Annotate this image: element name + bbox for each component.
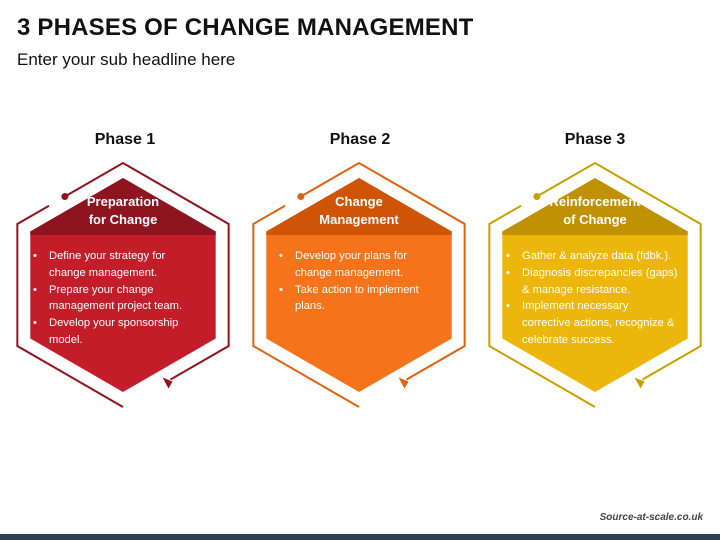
phase-2-outline-bottom [252, 204, 360, 408]
phase-1-heading: Preparation for Change [33, 193, 213, 229]
phase-3-bullet: Gather & analyze data (fdbk.). [500, 248, 678, 265]
phase-2-label: Phase 2 [329, 131, 391, 148]
phase-3-bullet: Diagnosis discrepancies (gaps) & manage … [500, 265, 678, 299]
phase-1-arrow-head [162, 377, 173, 389]
phase-3-arrow-head [634, 377, 645, 389]
phase-1-heading-line-2: for Change [88, 212, 158, 227]
phase-1-label: Phase 1 [94, 131, 156, 148]
phase-1-outline-bottom [16, 204, 124, 408]
phase-2-heading-line-1: Change [335, 194, 383, 209]
phase-2-outline-dot [297, 193, 305, 201]
bottom-bar [0, 534, 720, 540]
phase-1-bullet: Develop your sponsorship model. [27, 315, 205, 349]
phase-3-outline-bottom [488, 204, 596, 408]
source-credit: Source-at-scale.co.uk [599, 512, 703, 523]
page-subtitle: Enter your sub headline here [17, 50, 236, 69]
phase-3-heading: Reinforcement of Change [505, 193, 685, 229]
phase-3-bullet: Implement necessary corrective actions, … [500, 298, 678, 348]
phase-2-heading-line-2: Management [319, 212, 399, 227]
phase-3-outline-dot [533, 193, 541, 201]
phase-2-bullets: Develop your plans for change management… [273, 248, 423, 315]
phase-1-outline-dot [61, 193, 69, 201]
phase-3-heading-line-2: of Change [563, 212, 627, 227]
page-title: 3 PHASES OF CHANGE MANAGEMENT [17, 14, 474, 41]
phase-1-outline-top [64, 161, 230, 381]
phase-3-heading-line-1: Reinforcement [549, 194, 641, 209]
phase-2-arrow-head [398, 377, 409, 389]
phase-2-heading: Change Management [269, 193, 449, 229]
phase-2-outline-top [300, 161, 466, 381]
phase-3-label: Phase 3 [564, 131, 626, 148]
phase-1-bullet: Prepare your change management project t… [27, 282, 205, 316]
phase-1-heading-line-1: Preparation [86, 194, 160, 209]
phase-2-bullet: Take action to implement plans. [273, 282, 423, 316]
phase-3-bullets: Gather & analyze data (fdbk.). Diagnosis… [500, 248, 678, 349]
phase-3-outline-top [536, 161, 702, 381]
phase-2-bullet: Develop your plans for change management… [273, 248, 423, 282]
phase-1-bullet: Define your strategy for change manageme… [27, 248, 205, 282]
phase-1-bullets: Define your strategy for change manageme… [27, 248, 205, 349]
